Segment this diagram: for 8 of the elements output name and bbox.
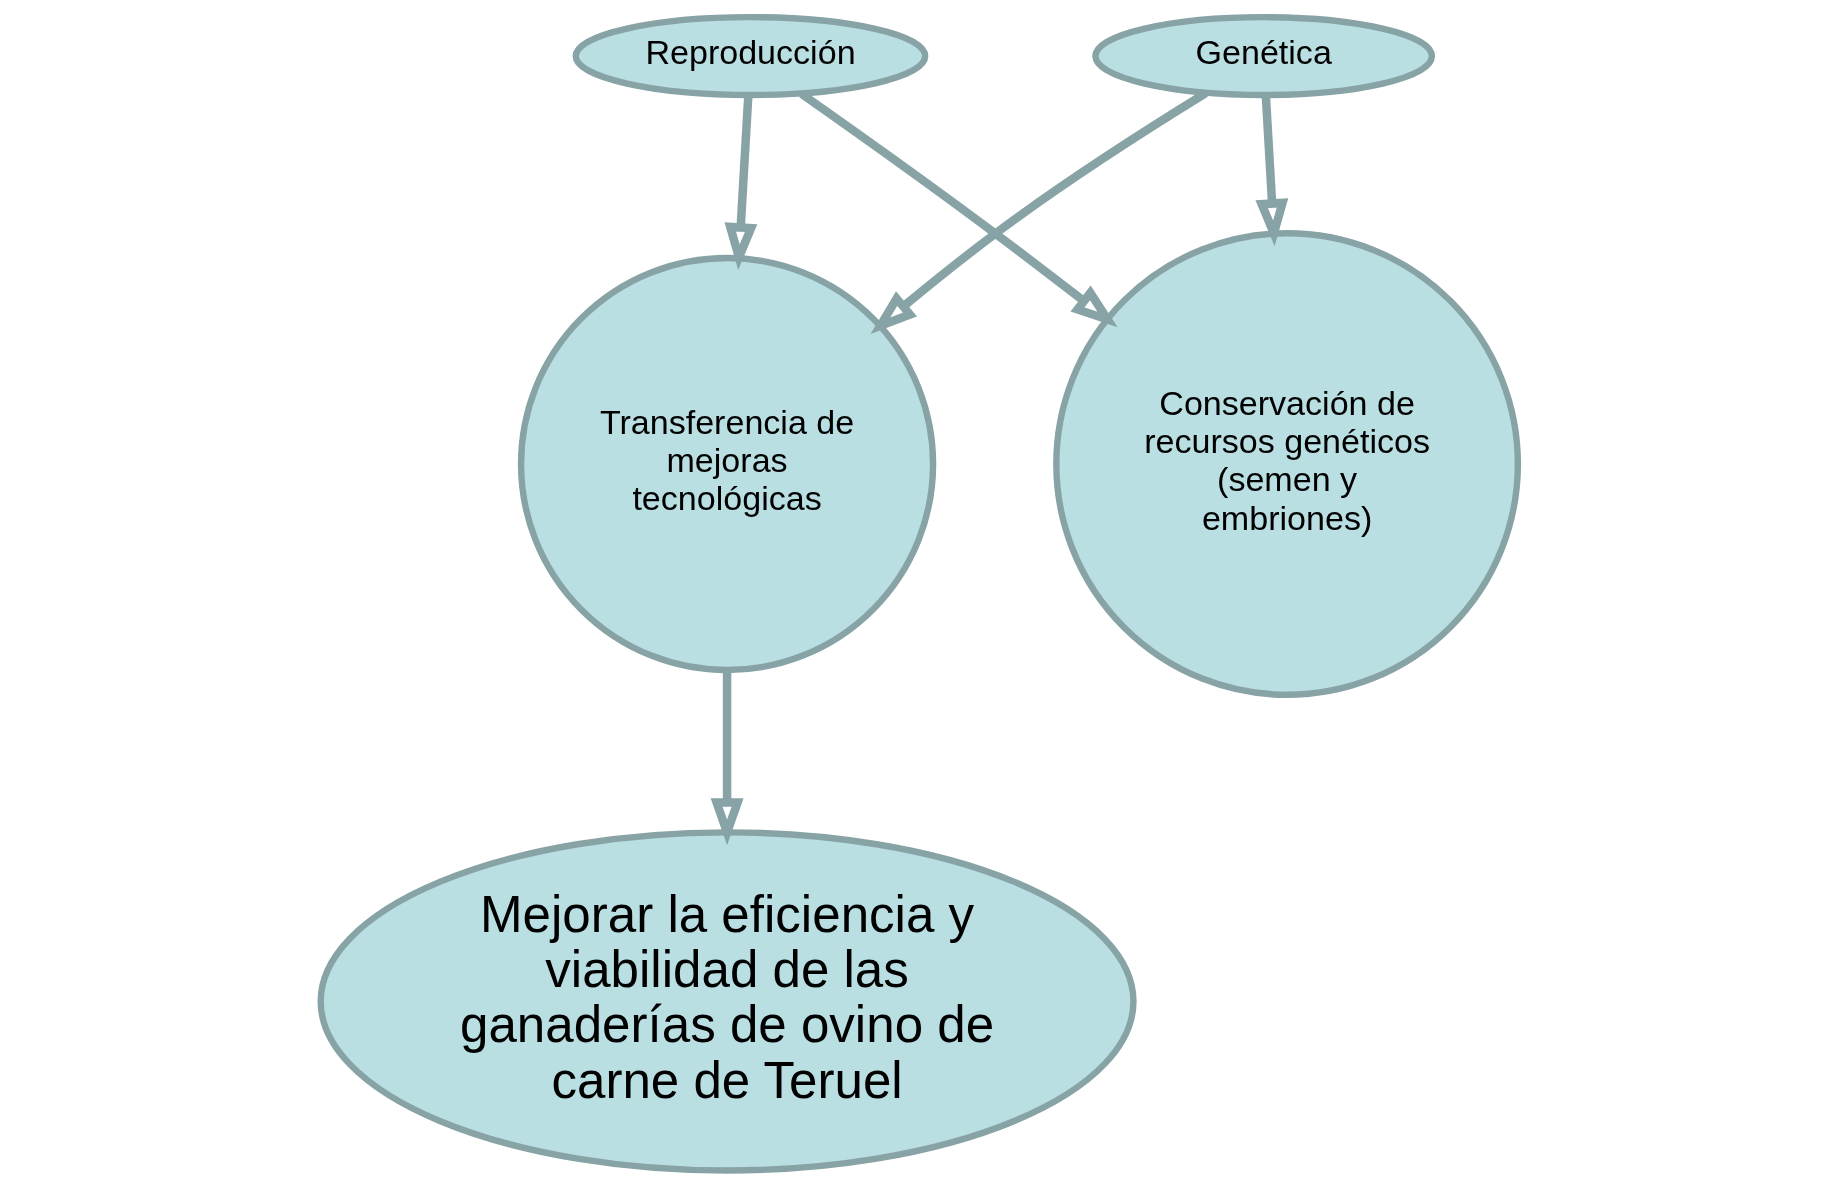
node-ellipse: Genética: [1091, 13, 1435, 99]
node-circle: Conservación de recursos genéticos (semen y embriones): [1052, 230, 1521, 698]
node-ellipse: Mejorar la eficiencia y viabilidad de las ganaderías de ovino de carne de Teruel: [317, 829, 1137, 1174]
node-circle: Transferencia de mejoras tecnológicas: [517, 254, 936, 674]
node-ellipse: Reproducción: [572, 13, 928, 99]
arrow: [710, 670, 743, 846]
arrow: [724, 95, 757, 271]
arrow: [1254, 95, 1288, 247]
